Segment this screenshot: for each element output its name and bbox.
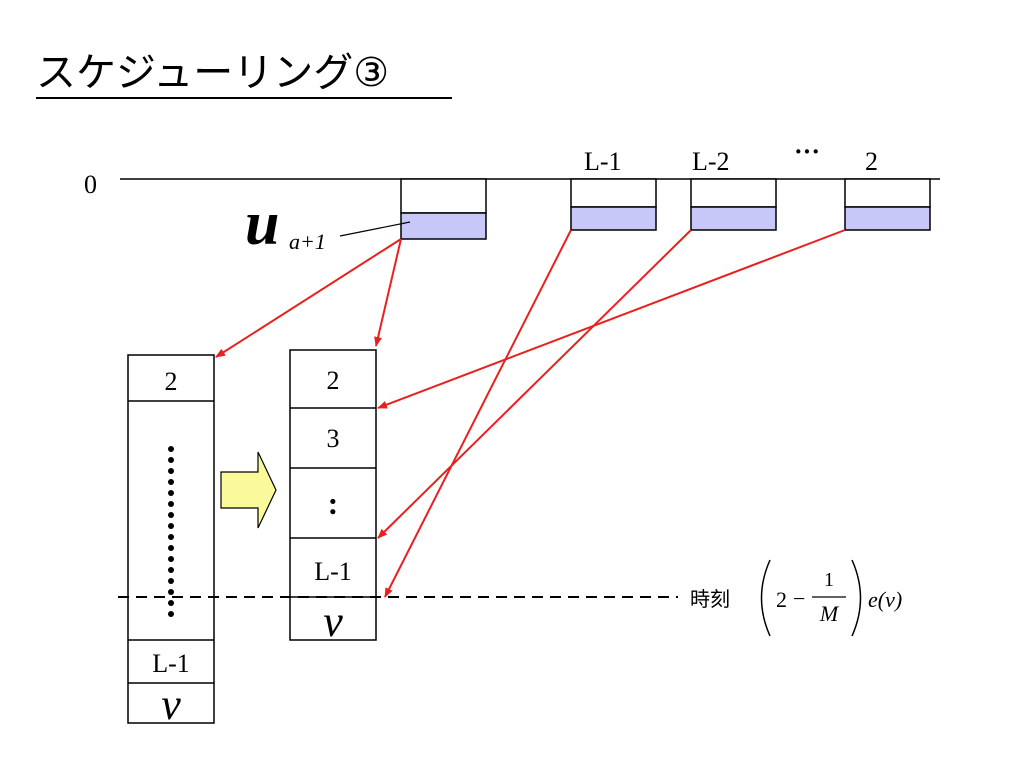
- shift-arrow: [220, 451, 277, 529]
- block-label-l-1: L-1: [584, 147, 622, 176]
- arrow-u-to-left-column: [215, 238, 402, 358]
- arrow-u-to-right-column: [374, 238, 402, 347]
- right-cell-l-1: L-1: [314, 557, 352, 586]
- left-vertical-dots: [168, 446, 174, 617]
- left-cell-top: 2: [165, 367, 178, 396]
- u-leader-line: [339, 221, 411, 237]
- time-label: 時刻 2 − 1 M e(v): [690, 559, 902, 637]
- time-label-minus: −: [793, 586, 805, 611]
- time-label-kanji: 時刻: [690, 587, 730, 611]
- timeline-ellipsis: ···: [794, 137, 820, 166]
- time-label-two: 2: [776, 587, 787, 612]
- left-cell-v: v: [161, 680, 181, 729]
- block-label-2: 2: [865, 147, 878, 176]
- timeline-zero-label: 0: [84, 170, 97, 199]
- right-cell-3: 3: [327, 424, 340, 453]
- arrow-l-2-to-right-cell-l-1: [377, 229, 692, 539]
- slide-title: スケジューリング③: [36, 50, 389, 96]
- time-label-numerator: 1: [824, 569, 834, 591]
- block-u: [400, 178, 487, 240]
- red-arrows: [215, 229, 846, 598]
- block-l-2: [690, 178, 777, 231]
- u-symbol: u: [245, 190, 279, 258]
- arrow-l-1-to-right-cell-v: [384, 229, 572, 598]
- right-cell-v: v: [323, 597, 343, 646]
- right-cell-2: 2: [327, 366, 340, 395]
- block-2: [844, 178, 931, 231]
- block-label-l-2: L-2: [692, 147, 730, 176]
- right-cell-colon: :: [328, 485, 339, 521]
- block-l-1: [570, 178, 657, 231]
- left-cell-l-1: L-1: [152, 649, 190, 678]
- time-label-denominator: M: [819, 601, 840, 626]
- left-paren: [760, 559, 771, 637]
- right-column: [289, 349, 377, 641]
- u-subscript: a+1: [289, 229, 326, 254]
- arrow-2-to-right-cell-2: [377, 229, 846, 409]
- right-paren: [851, 559, 862, 637]
- time-label-e-of-v: e(v): [868, 587, 902, 612]
